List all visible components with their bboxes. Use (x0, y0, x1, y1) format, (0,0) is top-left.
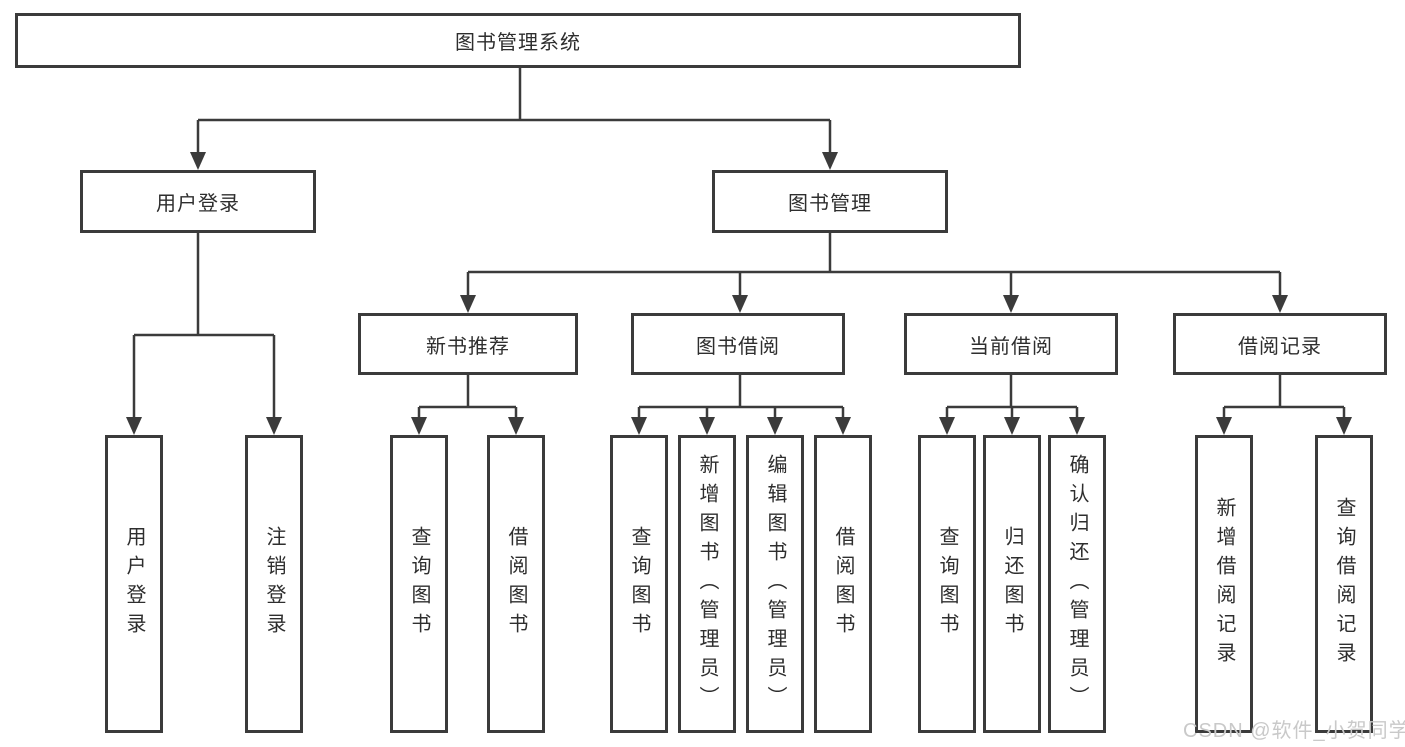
node-borrowing-records: 借阅记录 (1173, 313, 1387, 375)
leaf-edit-books-admin: 编辑图书（管理员） (746, 435, 804, 733)
leaf-user-login: 用户登录 (105, 435, 163, 733)
leaf-query-books-borrowing: 查询图书 (610, 435, 668, 733)
node-book-borrowing: 图书借阅 (631, 313, 845, 375)
csdn-watermark: CSDN @软件_小贺同学 (1183, 720, 1405, 742)
node-current-borrowing: 当前借阅 (904, 313, 1118, 375)
leaf-query-books-recommend: 查询图书 (390, 435, 448, 733)
node-user-login: 用户登录 (80, 170, 316, 233)
node-book-management: 图书管理 (712, 170, 948, 233)
leaf-borrow-books-recommend: 借阅图书 (487, 435, 545, 733)
leaf-add-books-admin: 新增图书（管理员） (678, 435, 736, 733)
leaf-add-borrow-record: 新增借阅记录 (1195, 435, 1253, 733)
node-new-book-recommend: 新书推荐 (358, 313, 578, 375)
leaf-borrow-books-borrowing: 借阅图书 (814, 435, 872, 733)
node-library-management-system: 图书管理系统 (15, 13, 1021, 68)
leaf-return-books: 归还图书 (983, 435, 1041, 733)
leaf-query-books-current: 查询图书 (918, 435, 976, 733)
leaf-logout-login: 注销登录 (245, 435, 303, 733)
leaf-confirm-return-admin: 确认归还（管理员） (1048, 435, 1106, 733)
leaf-query-borrow-record: 查询借阅记录 (1315, 435, 1373, 733)
